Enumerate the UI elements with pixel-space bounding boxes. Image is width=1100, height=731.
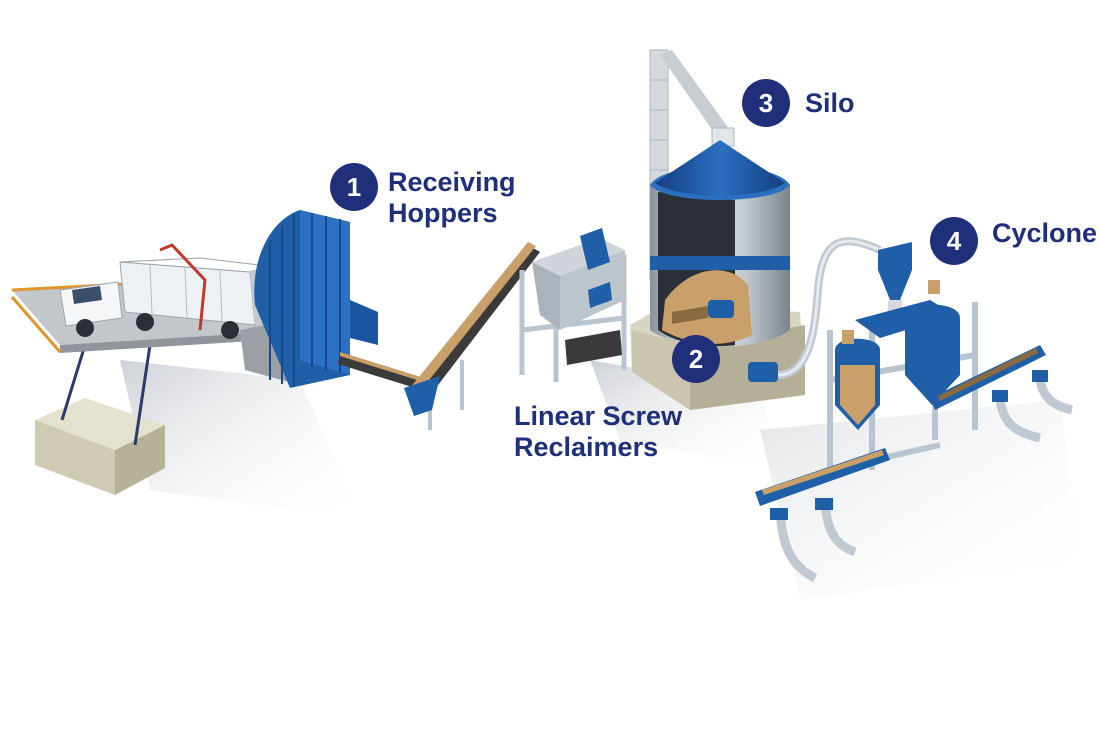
silo: [630, 140, 805, 410]
stage-3-label: Silo: [805, 88, 855, 118]
pneumatic-line: [777, 237, 882, 379]
truck: [59, 243, 272, 339]
inclined-conveyor: [404, 242, 540, 430]
receiving-hopper-area: [10, 210, 378, 495]
transfer-conveyor: [338, 352, 430, 392]
ground-shadows: [120, 360, 1080, 600]
bin-left: [835, 330, 880, 430]
stage-1-badge: 1: [330, 163, 378, 211]
concrete-block: [35, 398, 165, 495]
hopper-building: [240, 210, 378, 388]
reclaimer-hopper: [519, 228, 627, 382]
cyclone-station: [755, 242, 1074, 582]
stage-3-badge: 3: [742, 79, 790, 127]
bin-right: [905, 280, 960, 405]
stage-2-badge: 2: [672, 335, 720, 383]
distribution-conveyor-left: [755, 448, 890, 582]
stage-2-label: Linear Screw Reclaimers: [514, 401, 683, 462]
distribution-conveyor-right: [930, 345, 1074, 443]
stage-1-label: Receiving Hoppers: [388, 167, 516, 228]
stage-4-badge: 4: [930, 217, 978, 265]
stage-4-label: Cyclone: [992, 218, 1098, 248]
